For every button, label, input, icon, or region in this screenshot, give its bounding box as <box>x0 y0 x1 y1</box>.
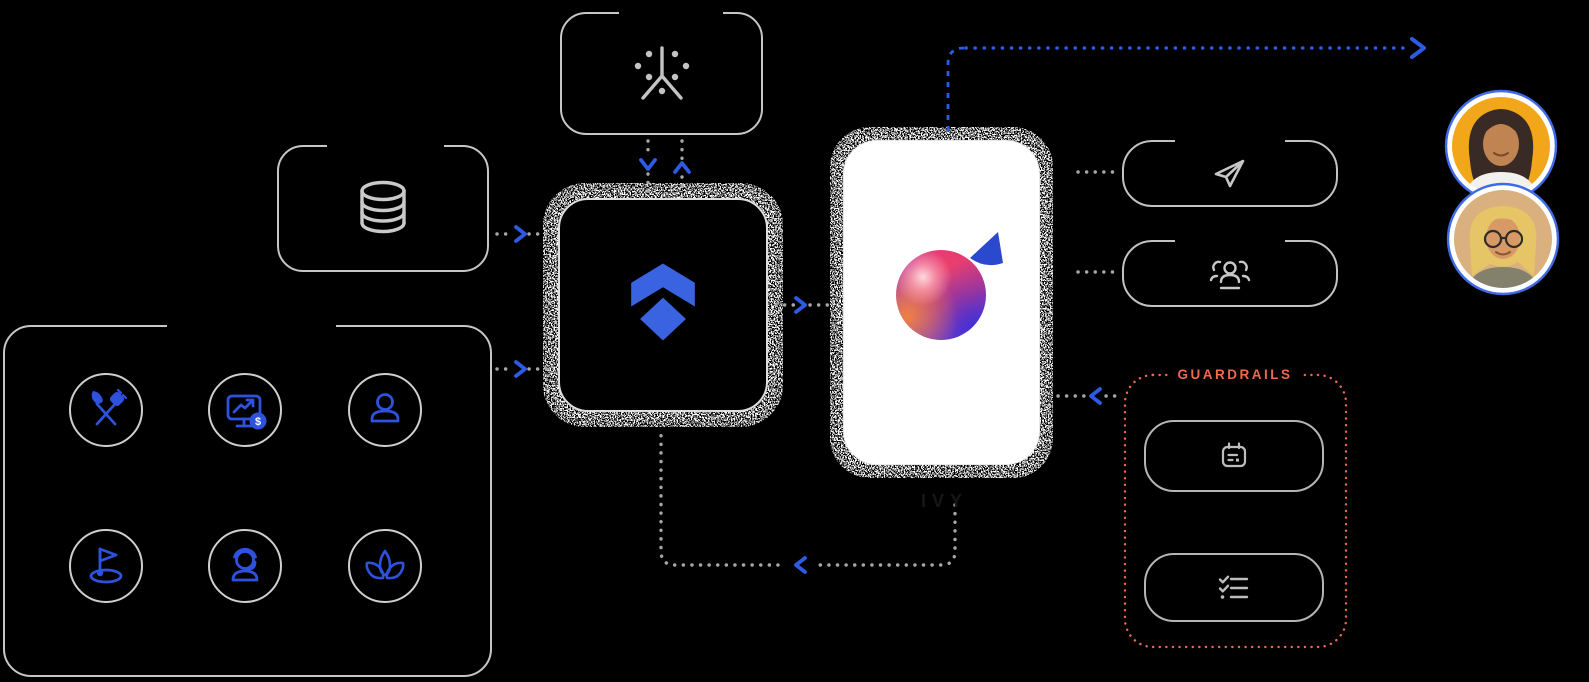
agenda-icon <box>1221 442 1247 468</box>
context-circle-person <box>348 373 422 447</box>
sphere-fin-arrow <box>970 232 1003 266</box>
context-circle-wellness <box>348 529 422 603</box>
team-icon <box>1209 260 1251 289</box>
node-send <box>1122 139 1338 207</box>
dining-icon <box>91 388 128 426</box>
node-hub <box>558 198 768 412</box>
avatar-1 <box>1444 89 1558 203</box>
context-circle-support <box>208 529 282 603</box>
ivy-card: IVY <box>843 140 1040 511</box>
escalation-line-vertical <box>946 46 965 131</box>
avatar-2 <box>1446 182 1560 296</box>
wellness-lotus-icon <box>365 549 405 580</box>
database-icon <box>360 180 406 233</box>
guardrail-box-checklist <box>1144 553 1324 622</box>
goal-flag-icon <box>89 547 123 584</box>
ivy-label: IVY <box>920 491 968 511</box>
node-insight <box>560 11 763 135</box>
escalation-arrowhead <box>1410 37 1426 59</box>
context-circle-revenue: $ <box>208 373 282 447</box>
svg-text:$: $ <box>255 416 261 428</box>
context-circle-dining <box>69 373 143 447</box>
node-team <box>1122 239 1338 307</box>
guardrails-label: GUARDRAILS <box>1168 367 1302 383</box>
checklist-icon <box>1218 575 1249 599</box>
guardrail-box-agenda <box>1144 420 1324 492</box>
revenue-monitor-icon: $ <box>226 394 267 430</box>
context-circle-goal <box>69 529 143 603</box>
guardrails-dotted-frame <box>1123 373 1348 649</box>
dotted-connectors <box>495 139 1122 398</box>
person-icon <box>370 393 400 423</box>
chevron-diamond-logo <box>631 263 695 341</box>
support-agent-icon <box>231 547 259 582</box>
spark-branch-icon <box>634 45 689 100</box>
gradient-sphere-logo <box>896 250 986 340</box>
flow-chevrons <box>514 158 1102 574</box>
send-icon <box>1214 159 1245 187</box>
node-database <box>277 144 489 272</box>
feedback-loop-line <box>659 426 957 567</box>
